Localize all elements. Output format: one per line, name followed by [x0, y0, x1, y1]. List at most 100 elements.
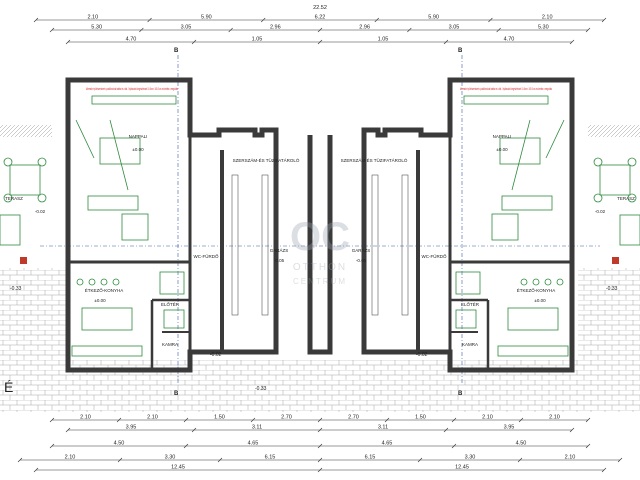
- dim-bottom-small-tick: [217, 457, 223, 463]
- dim-bottom-small-label: 6.15: [365, 455, 376, 461]
- dim-top-2-tick: [496, 27, 501, 33]
- dim-bottom-1-tick: [250, 417, 256, 423]
- dim-top-1-label: 2.10: [542, 15, 553, 21]
- right-garage-name: GARÁZS: [352, 247, 371, 253]
- right-outer-wall: [361, 77, 575, 373]
- dim-top-2-label: 3.05: [181, 25, 192, 31]
- dim-bottom-2-label: 3.11: [378, 425, 388, 431]
- dim-bottom-small-tick: [517, 457, 523, 463]
- dim-bottom-1-label: 2.10: [549, 415, 560, 421]
- dim-top-1-label: 2.10: [87, 15, 98, 21]
- left-terrace-furniture: [0, 157, 47, 246]
- dim-bottom-3-tick: [451, 443, 457, 449]
- left-note: Alternatív épületszerkezet a padlóburkol…: [86, 87, 178, 91]
- dim-top-3-label: 1.05: [378, 37, 389, 43]
- dimension-lines: [17, 17, 623, 473]
- dim-total-label: 22.52: [313, 5, 327, 11]
- section-mark-4: B: [458, 391, 463, 397]
- dim-top-2-label: 5.30: [91, 25, 102, 31]
- dim-bottom-4-label: 12.45: [171, 465, 185, 471]
- dim-bottom-4-tick: [601, 467, 607, 473]
- dim-bottom-1-label: 1.50: [415, 415, 426, 421]
- left-chimney-marker: [20, 257, 27, 264]
- dim-bottom-1-tick: [451, 417, 457, 423]
- left-garage-columns: [231, 174, 269, 316]
- dim-top-1-label: 5.90: [428, 15, 439, 21]
- left-living-level: ±0.00: [132, 147, 144, 152]
- right-note: Alternatív épületszerkezet a padlóburkol…: [460, 87, 552, 91]
- right-terrace-furniture: [593, 157, 640, 246]
- level-right-entry: -0.02: [416, 352, 428, 358]
- dim-top-1-label: 5.90: [201, 15, 212, 21]
- dim-bottom-1-tick: [49, 417, 55, 423]
- central-walls: [307, 135, 333, 355]
- fence-left: [0, 125, 52, 137]
- dim-bottom-small-label: 3.30: [165, 455, 176, 461]
- left-garage-name: GARÁZS: [270, 247, 289, 253]
- dim-bottom-2-label: 3.11: [252, 425, 262, 431]
- section-mark-1: B: [174, 48, 179, 54]
- dim-top-2-label: 3.05: [449, 25, 460, 31]
- dim-top-2-label: 5.30: [538, 25, 549, 31]
- right-room-labels: NAPPALI ±0.00 ÉTKEZŐ-KONYHA ±0.00 TERASZ…: [341, 134, 636, 347]
- dim-top-1-tick: [601, 17, 607, 23]
- dim-bottom-1-label: 2.10: [482, 415, 493, 421]
- dim-bottom-2-tick: [443, 427, 449, 433]
- dim-bottom-4-tick: [33, 467, 39, 473]
- dim-bottom-small-label: 2.10: [65, 455, 76, 461]
- dim-top-1-tick: [260, 17, 266, 23]
- dim-top-2-label: 2.96: [270, 25, 281, 31]
- left-hall-name: ELŐTÉR: [161, 301, 180, 307]
- dim-bottom-2-label: 3.95: [504, 425, 515, 431]
- dim-bottom-3-label: 4.50: [114, 441, 125, 447]
- dim-bottom-1-tick: [384, 417, 390, 423]
- left-bath-name: WC-FÜRDŐ: [194, 253, 219, 259]
- dim-top-2-tick: [407, 27, 412, 33]
- dim-bottom-small-tick: [117, 457, 123, 463]
- right-unit: [361, 77, 640, 373]
- left-room-labels: NAPPALI ±0.00 ÉTKEZŐ-KONYHA ±0.00 TERASZ…: [5, 134, 300, 347]
- dim-bottom-small-tick: [617, 457, 623, 463]
- level-marks: -0.33 -0.33 -0.02 -0.02 -0.33: [10, 286, 618, 392]
- dim-top-1-tick: [488, 17, 493, 23]
- dim-bottom-2-tick: [569, 427, 575, 433]
- left-pantry-name: KAMRA: [162, 342, 178, 347]
- dim-bottom-1-label: 2.70: [348, 415, 359, 421]
- level-center: -0.33: [255, 386, 267, 392]
- dim-bottom-4-tick: [317, 467, 323, 473]
- left-terrace-name: TERASZ: [5, 196, 23, 201]
- paving-left: [0, 268, 66, 363]
- dim-top-3-tick: [65, 39, 71, 45]
- dim-bottom-small-label: 3.30: [465, 455, 476, 461]
- right-workshop-name: SZERSZÁM-ÉS TÜZIFATÁROLÓ: [341, 157, 408, 163]
- right-garage-columns: [371, 174, 409, 316]
- left-workshop-name: SZERSZÁM-ÉS TÜZIFATÁROLÓ: [233, 157, 300, 163]
- dim-top-3-tick: [191, 39, 197, 45]
- dim-top-2-tick: [228, 27, 233, 33]
- paving-right: [578, 268, 640, 363]
- dim-bottom-1-label: 2.10: [147, 415, 158, 421]
- dim-bottom-1-tick: [317, 417, 323, 423]
- section-mark-3: B: [174, 391, 179, 397]
- dim-bottom-1-label: 2.70: [281, 415, 292, 421]
- edge-letter: É: [4, 379, 13, 395]
- section-lines: [40, 55, 600, 385]
- watermark-mark: OC: [290, 215, 350, 259]
- level-right-outer: -0.33: [606, 286, 618, 292]
- dim-top-3-tick: [443, 39, 449, 45]
- section-marks: B B B B: [174, 48, 463, 397]
- dim-bottom-small-label: 6.15: [265, 455, 276, 461]
- watermark: OC OTTHON CENTRUM: [290, 215, 350, 286]
- right-chimney-marker: [612, 257, 619, 264]
- level-left-outer: -0.33: [10, 286, 22, 292]
- level-left-entry: -0.02: [210, 352, 222, 358]
- left-kitchen-level: ±0.00: [94, 298, 106, 303]
- dim-bottom-3-tick: [585, 443, 591, 449]
- dim-bottom-1-tick: [585, 417, 591, 423]
- right-kitchen-name: ÉTKEZŐ-KONYHA: [517, 287, 556, 293]
- dim-bottom-4-label: 12.45: [455, 465, 469, 471]
- dim-top-3-label: 4.70: [504, 37, 515, 43]
- left-outer-wall: [65, 77, 279, 373]
